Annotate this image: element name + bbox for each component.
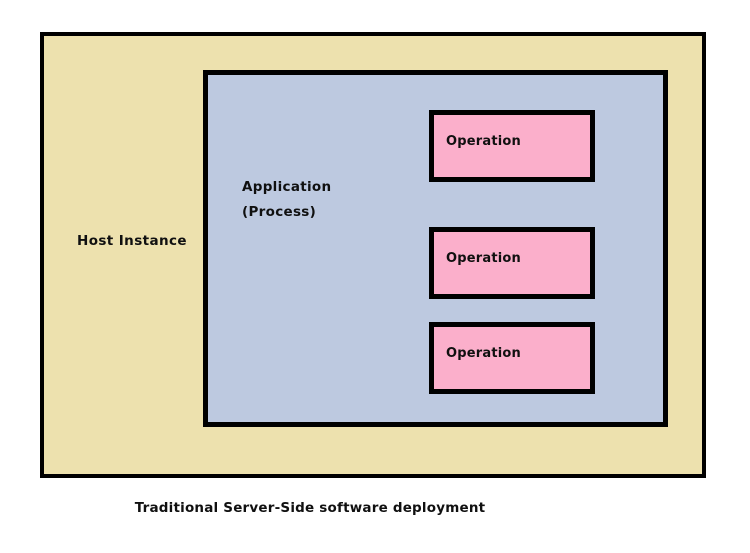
application-label-line-2: (Process): [242, 204, 317, 220]
host-instance-box: Host Instance Application (Process) Oper…: [40, 32, 706, 478]
operation-box-1: Operation: [429, 110, 595, 182]
operation-box-2: Operation: [429, 227, 595, 299]
operation-label-2: Operation: [446, 251, 522, 266]
application-process-box: Application (Process) Operation Operatio…: [203, 70, 668, 427]
diagram-caption: Traditional Server-Side software deploym…: [134, 500, 486, 516]
application-process-label: Application (Process): [242, 175, 331, 225]
operation-box-3: Operation: [429, 322, 595, 394]
operation-label-1: Operation: [446, 134, 522, 149]
application-label-line-1: Application: [242, 179, 332, 195]
operation-label-3: Operation: [446, 346, 522, 361]
host-instance-label: Host Instance: [77, 233, 187, 249]
